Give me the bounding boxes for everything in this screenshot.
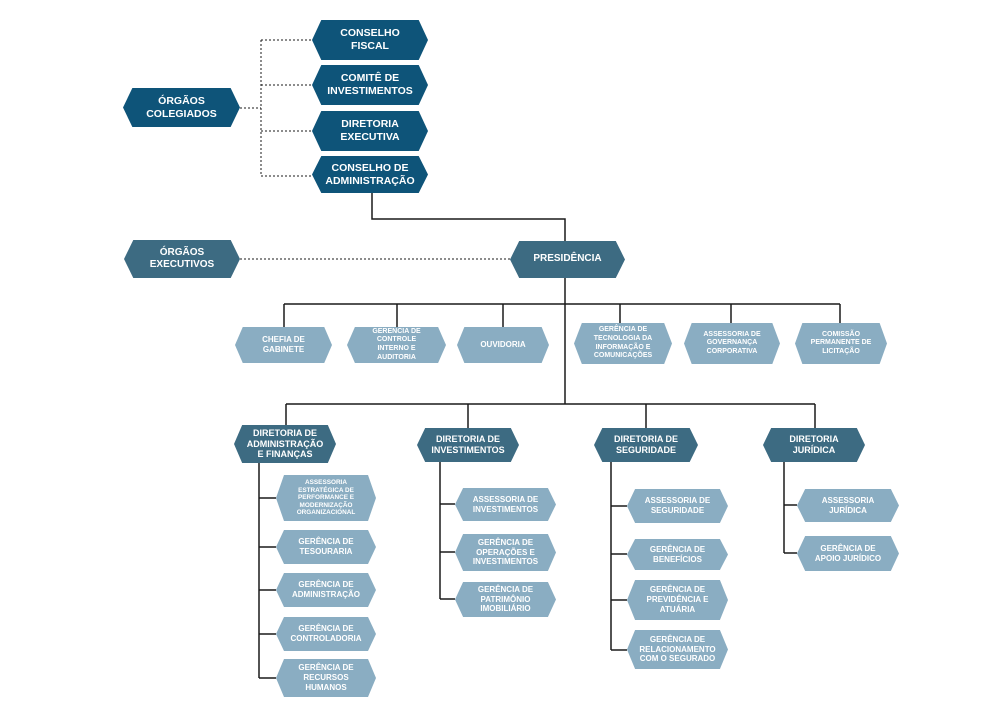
- governanca-corporativa-node: ASSESSORIA DE GOVERNANÇA CORPORATIVA: [684, 323, 780, 364]
- assessoria-estrategica-node: ASSESSORIA ESTRATÉGICA DE PERFORMANCE E …: [276, 475, 376, 521]
- diretoria-executiva-node: DIRETORIA EXECUTIVA: [312, 111, 428, 151]
- gerencia-controladoria-node: GERÊNCIA DE CONTROLADORIA: [276, 617, 376, 651]
- conselho-administracao-node: CONSELHO DE ADMINISTRAÇÃO: [312, 156, 428, 193]
- gerencia-recursos-humanos-node: GERÊNCIA DE RECURSOS HUMANOS: [276, 659, 376, 697]
- diretoria-juridica-node: DIRETORIA JURÍDICA: [763, 428, 865, 462]
- orgaos-executivos-node: ÓRGÃOS EXECUTIVOS: [124, 240, 240, 278]
- assessoria-seguridade-node: ASSESSORIA DE SEGURIDADE: [627, 489, 728, 523]
- diretoria-adm-financas-node: DIRETORIA DE ADMINISTRAÇÃO E FINANÇAS: [234, 425, 336, 463]
- gerencia-apoio-juridico-node: GERÊNCIA DE APOIO JURÍDICO: [797, 536, 899, 571]
- gerencia-previdencia-node: GERÊNCIA DE PREVIDÊNCIA E ATUÁRIA: [627, 580, 728, 620]
- board-to-president-connector: [371, 193, 566, 241]
- orgaos-colegiados-node: ÓRGÃOS COLEGIADOS: [123, 88, 240, 127]
- gerencia-beneficios-node: GERÊNCIA DE BENEFÍCIOS: [627, 539, 728, 570]
- assessoria-investimentos-node: ASSESSORIA DE INVESTIMENTOS: [455, 488, 556, 521]
- controle-interno-node: GERENCIA DE CONTROLE INTERNO E AUDITORIA: [347, 327, 446, 363]
- diretoria-investimentos-node: DIRETORIA DE INVESTIMENTOS: [417, 428, 519, 462]
- comite-investimentos-node: COMITÊ DE INVESTIMENTOS: [312, 65, 428, 105]
- comissao-licitacao-node: COMISSÃO PERMANENTE DE LICITAÇÃO: [795, 323, 887, 364]
- conselho-fiscal-node: CONSELHO FISCAL: [312, 20, 428, 60]
- gerencia-relacionamento-node: GERÊNCIA DE RELACIONAMENTO COM O SEGURAD…: [627, 630, 728, 669]
- collegiate-dotted-connector: [240, 39, 312, 177]
- gerencia-patrimonio-node: GERÊNCIA DE PATRIMÔNIO IMOBILIÁRIO: [455, 582, 556, 617]
- presidencia-node: PRESIDÊNCIA: [510, 241, 625, 278]
- gerencia-operacoes-node: GERÊNCIA DE OPERAÇÕES E INVESTIMENTOS: [455, 534, 556, 571]
- assessoria-juridica-node: ASSESSORIA JURÍDICA: [797, 489, 899, 522]
- gerencia-administracao-node: GERÊNCIA DE ADMINISTRAÇÃO: [276, 573, 376, 607]
- ouvidoria-node: OUVIDORIA: [457, 327, 549, 363]
- gerencia-tesouraria-node: GERÊNCIA DE TESOURARIA: [276, 530, 376, 564]
- diretoria-seguridade-node: DIRETORIA DE SEGURIDADE: [594, 428, 698, 462]
- chefia-gabinete-node: CHEFIA DE GABINETE: [235, 327, 332, 363]
- tecnologia-informacao-node: GERÊNCIA DE TECNOLOGIA DA INFORMAÇÃO E C…: [574, 323, 672, 364]
